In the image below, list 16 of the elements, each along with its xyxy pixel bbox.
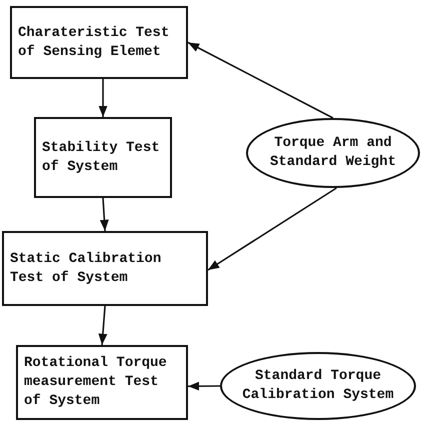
process-box bbox=[10, 6, 188, 79]
arrow bbox=[188, 42, 334, 119]
node-label: Charateristic Test of Sensing Elemet bbox=[18, 24, 170, 62]
arrow bbox=[188, 382, 220, 391]
node-label: Rotational Torque measurement Test of System bbox=[24, 354, 168, 411]
process-box bbox=[16, 345, 188, 420]
arrow bbox=[208, 187, 337, 271]
arrow bbox=[100, 198, 109, 232]
arrow bbox=[98, 79, 108, 117]
node-label: Standard Torque Calibration System bbox=[241, 367, 395, 405]
process-box bbox=[34, 117, 172, 198]
arrow bbox=[98, 306, 108, 346]
node-label: Static Calibration Test of System bbox=[10, 250, 162, 288]
process-box bbox=[2, 231, 208, 306]
node-label: Torque Arm and Standard Weight bbox=[268, 134, 398, 172]
node-label: Stability Test of System bbox=[42, 138, 161, 176]
